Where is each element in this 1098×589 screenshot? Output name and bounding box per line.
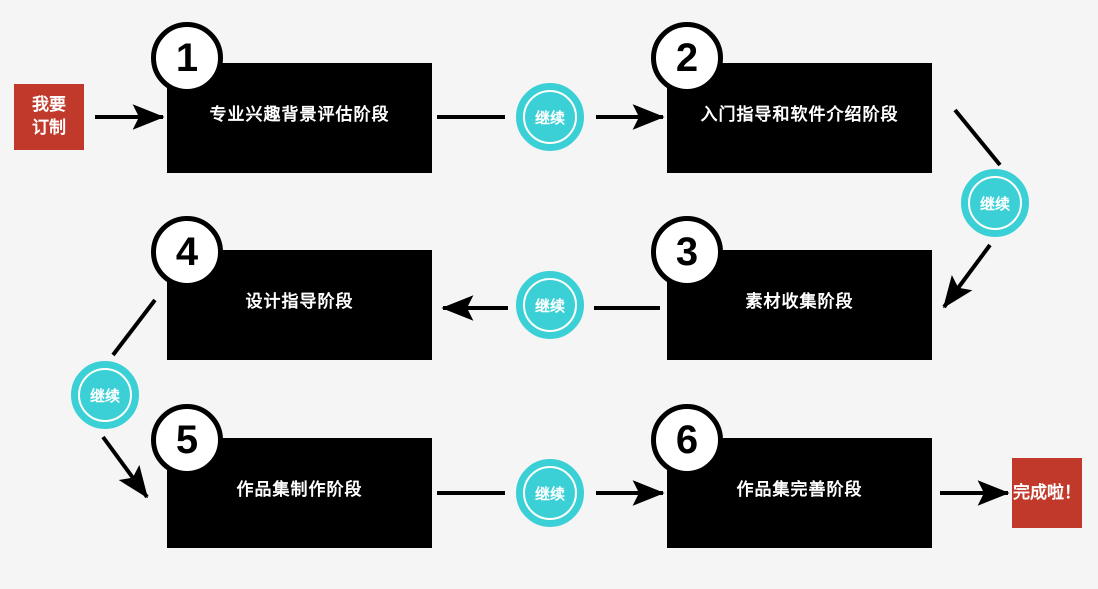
continue-label-2: 继续 — [968, 176, 1022, 230]
step-circle-4[interactable]: 4 — [151, 216, 223, 288]
arrow-continue4-to-stage5 — [101, 435, 149, 499]
step-number-3: 3 — [675, 230, 699, 274]
continue-badge-2[interactable]: 继续 — [961, 169, 1029, 237]
start-tag-line1: 我要 — [32, 95, 66, 115]
step-circle-1[interactable]: 1 — [151, 22, 223, 94]
step-circle-3[interactable]: 3 — [651, 216, 723, 288]
end-tag[interactable]: 完成啦！ — [1012, 458, 1082, 528]
line-stage4-to-continue4 — [111, 298, 157, 357]
continue-label-3: 继续 — [523, 278, 577, 332]
continue-badge-5[interactable]: 继续 — [516, 459, 584, 527]
arrow-continue2-to-stage3 — [942, 243, 992, 309]
stage-label-4: 设计指导阶段 — [245, 291, 354, 311]
stage-label-5: 作品集制作阶段 — [236, 479, 363, 499]
continue-label-1: 继续 — [523, 90, 577, 144]
step-circle-2[interactable]: 2 — [651, 22, 723, 94]
step-number-4: 4 — [175, 230, 199, 274]
line-stage2-to-continue2 — [953, 108, 1002, 167]
stage-label-1: 专业兴趣背景评估阶段 — [209, 104, 390, 124]
step-number-5: 5 — [175, 418, 199, 462]
end-tag-line1: 完成啦！ — [1013, 482, 1081, 502]
continue-badge-1[interactable]: 继续 — [516, 83, 584, 151]
stage-label-3: 素材收集阶段 — [745, 291, 854, 311]
step-circle-6[interactable]: 6 — [651, 404, 723, 476]
stage-label-2: 入门指导和软件介绍阶段 — [700, 104, 899, 124]
step-circle-5[interactable]: 5 — [151, 404, 223, 476]
continue-label-4: 继续 — [78, 368, 132, 422]
start-tag[interactable]: 我要 订制 — [14, 84, 84, 150]
continue-label-5: 继续 — [523, 466, 577, 520]
stage-label-6: 作品集完善阶段 — [736, 479, 863, 499]
continue-badge-3[interactable]: 继续 — [516, 271, 584, 339]
step-number-2: 2 — [675, 36, 699, 80]
continue-badge-4[interactable]: 继续 — [71, 361, 139, 429]
step-number-6: 6 — [675, 418, 699, 462]
start-tag-line2: 订制 — [32, 118, 66, 137]
step-number-1: 1 — [175, 36, 199, 80]
